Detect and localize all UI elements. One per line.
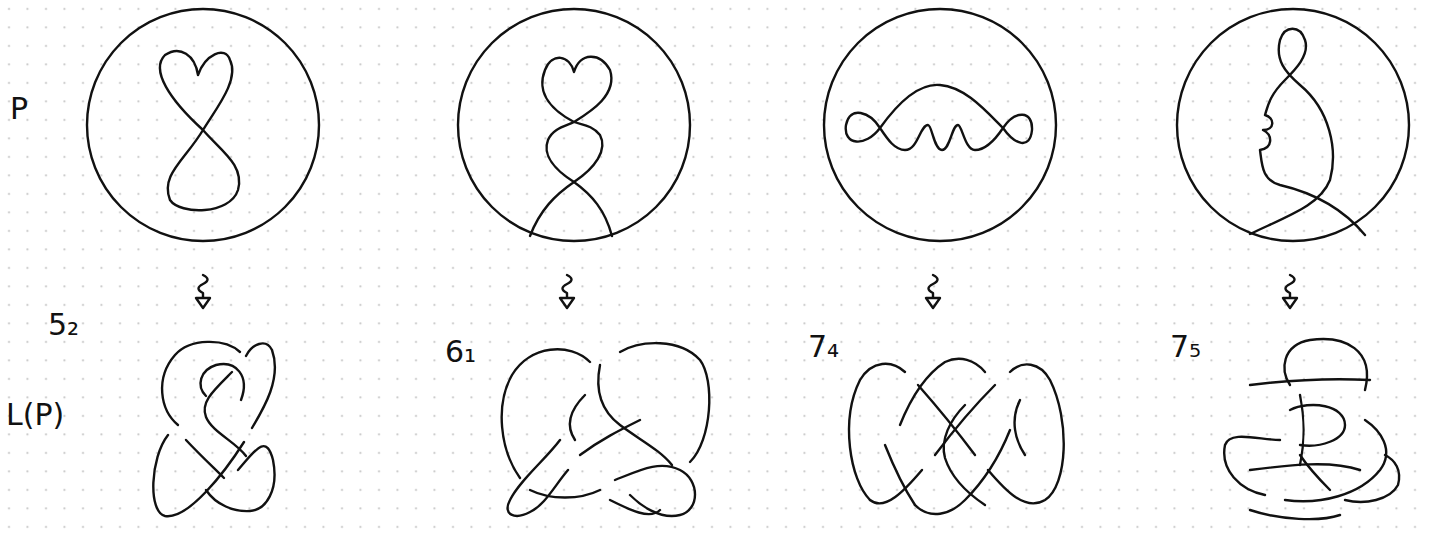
row-label: L(P) (6, 398, 64, 431)
knot-name: 6₁ (445, 335, 476, 368)
squiggle-arrows (196, 275, 1297, 308)
knot-diagram (1224, 339, 1399, 519)
knot-diagram (849, 359, 1064, 514)
knot-name: 7₅ (1170, 330, 1201, 363)
knot-name: 5₂ (48, 308, 79, 341)
knot-name: 7₄ (808, 330, 839, 363)
knot-diagram (502, 343, 710, 516)
knot-diagram (153, 342, 275, 516)
row-label: P (10, 92, 28, 125)
disk-outlines (87, 9, 1409, 241)
planar-curves (160, 29, 1365, 236)
